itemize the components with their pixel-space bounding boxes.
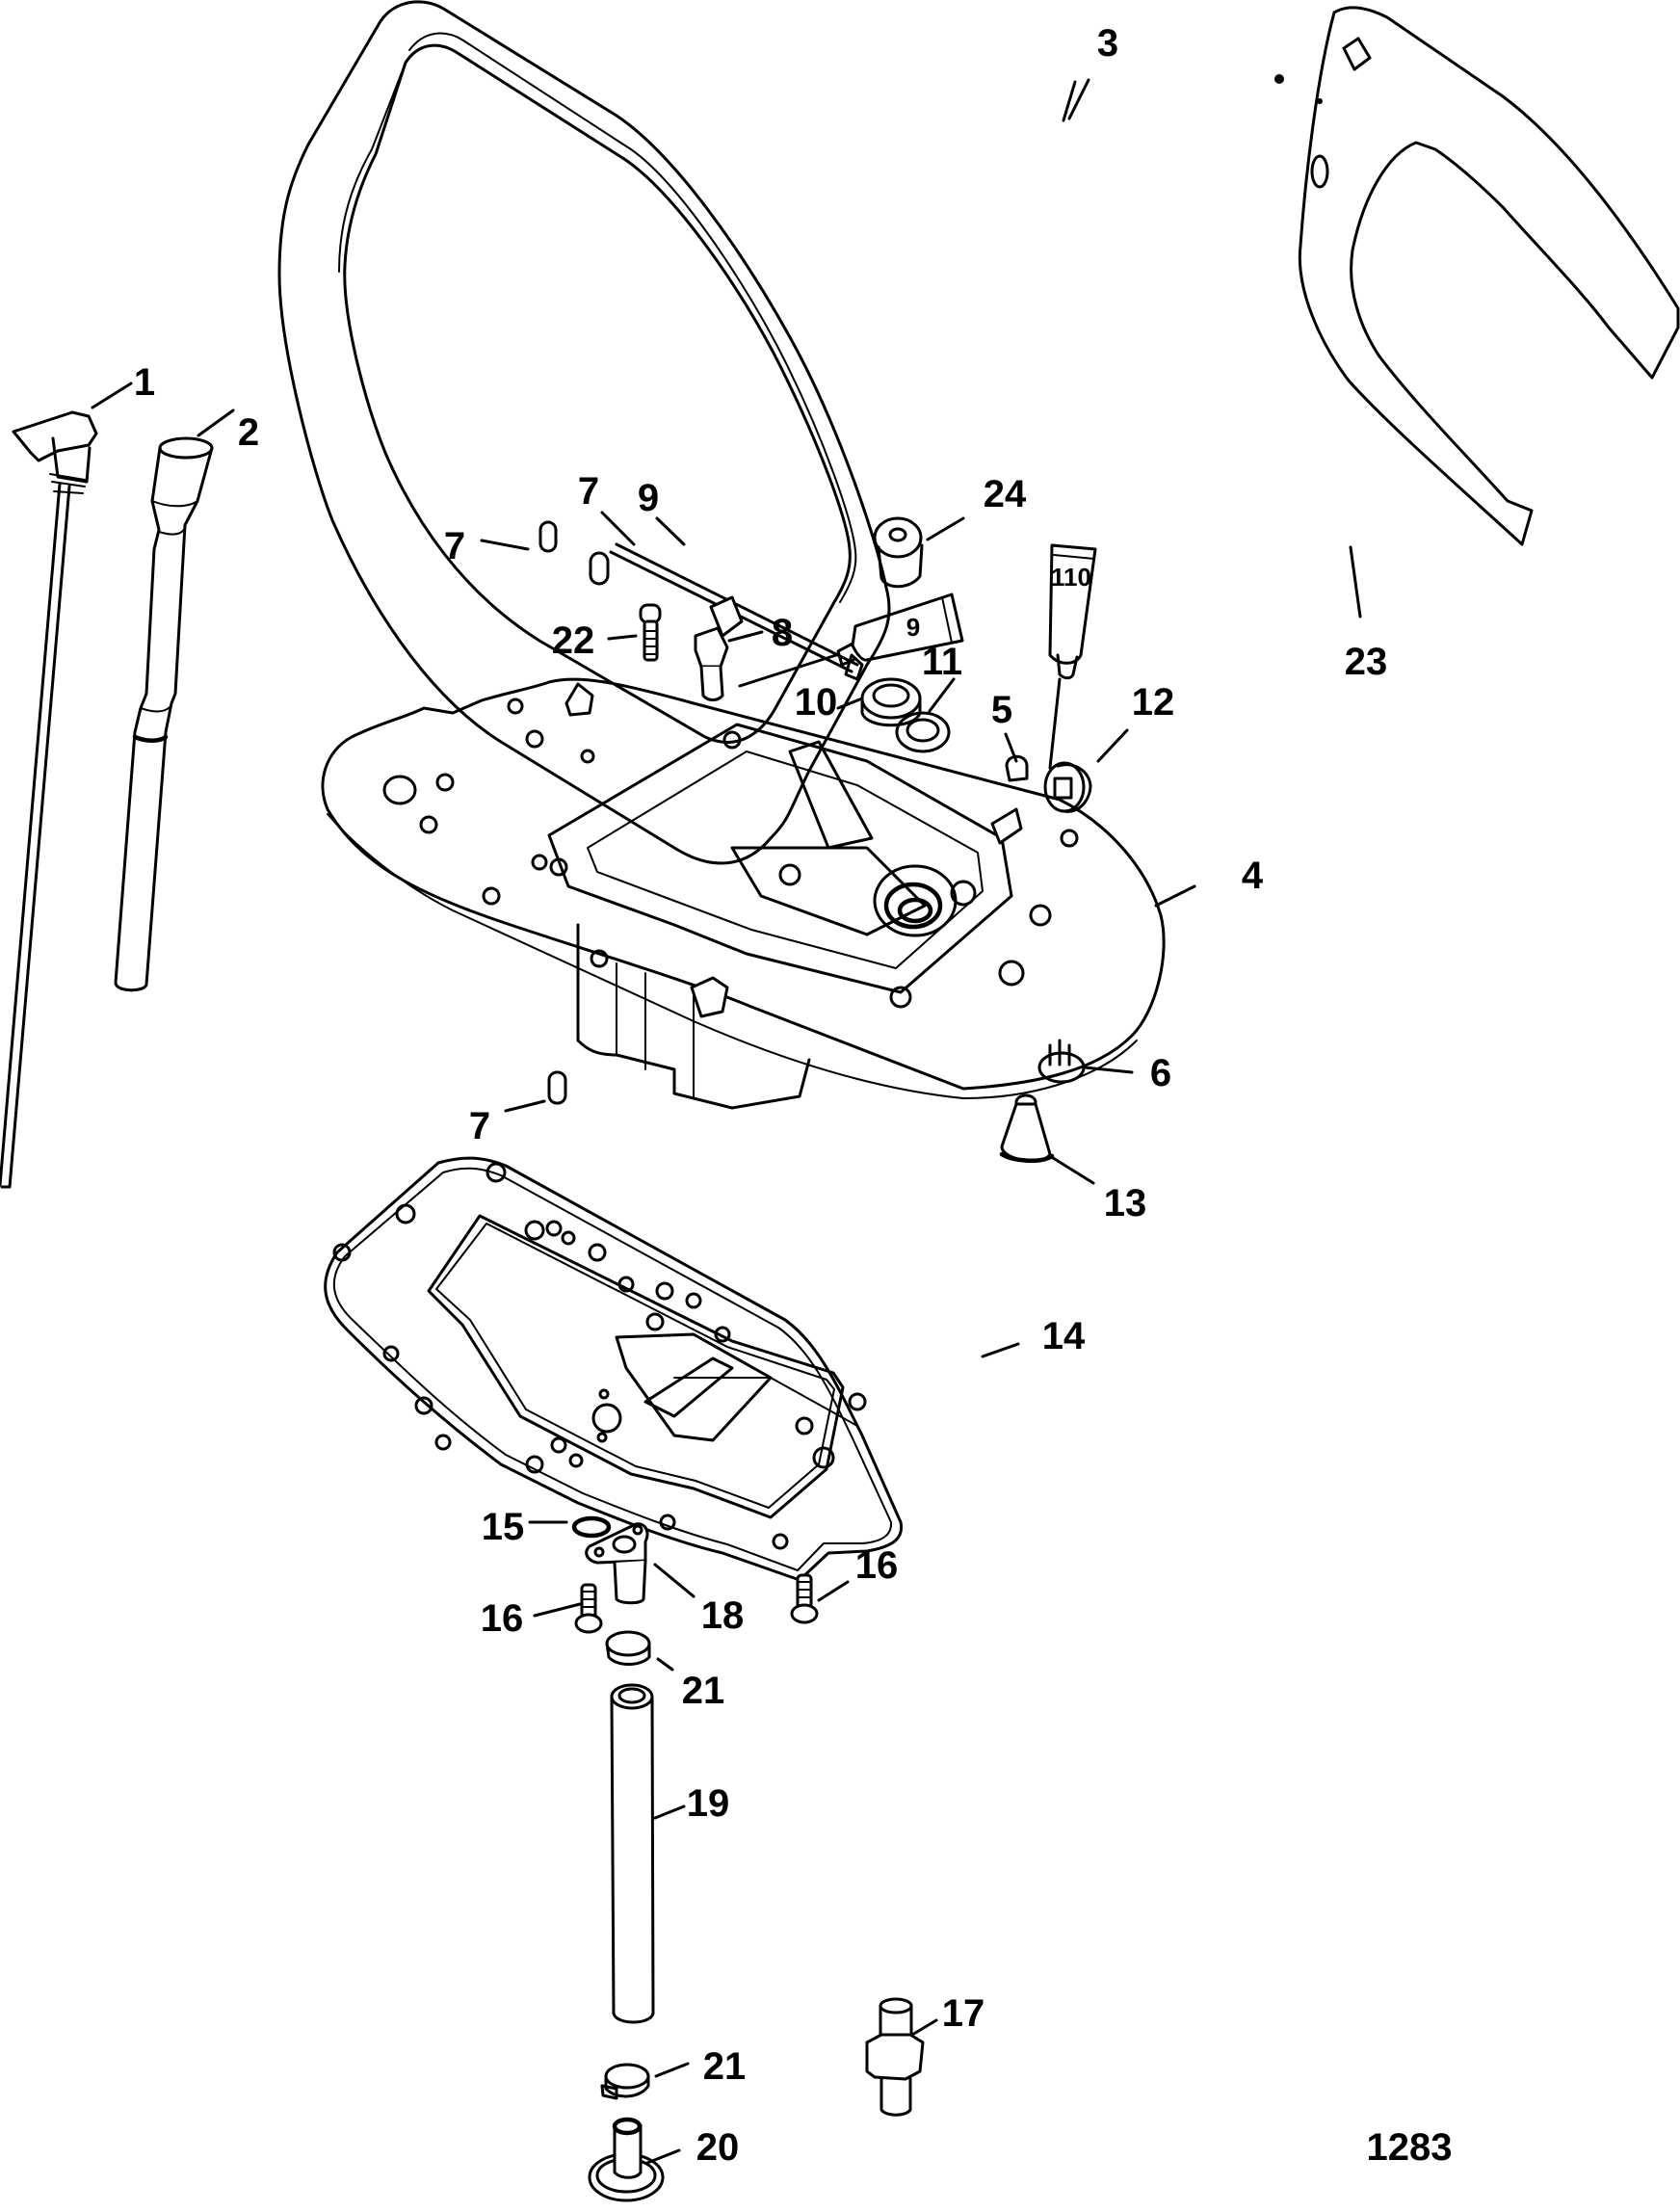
callout-22: 22 [552,619,595,662]
part-dowel-pin[interactable] [547,1070,567,1105]
callout-10: 10 [795,681,838,724]
part-grommet[interactable] [895,711,951,753]
callout-14: 14 [1042,1315,1086,1357]
leader-lubricant [1048,677,1062,770]
part-hose-clamp[interactable] [605,1630,651,1666]
part-boot[interactable] [999,1093,1055,1163]
leader-23 [1349,545,1362,619]
leader-16 [533,1602,582,1618]
part-hose[interactable] [610,1683,655,2024]
tube-label-110: 110 [1051,563,1091,592]
lubricant-tube-110[interactable]: 110 [1048,543,1097,680]
part-gasket[interactable] [324,1156,904,1582]
leader-2 [197,408,235,437]
callout-11: 11 [922,641,962,683]
leader-3 [1067,78,1090,120]
part-screw[interactable] [574,1583,603,1634]
part-plug[interactable] [1005,754,1029,782]
leader-21 [654,2062,690,2078]
part-seal-ring[interactable] [277,0,891,865]
leader-21 [656,1657,674,1672]
leader-7 [480,539,530,551]
callout-7: 7 [469,1105,490,1147]
tube-label-9: 9 [906,613,920,642]
callout-5: 5 [991,689,1012,731]
part-dowel-pin[interactable] [589,551,610,586]
callout-20: 20 [696,2126,740,2169]
leader-14 [981,1342,1020,1358]
callout-21: 21 [682,1670,725,1712]
leader-10 [836,697,864,710]
callout-18: 18 [701,1594,745,1637]
leader-9 [655,516,686,546]
leader-11 [928,677,956,713]
leader-20 [645,2148,681,2165]
figure-number: 1283 [1367,2126,1453,2169]
part-grommet-clip[interactable] [1037,1039,1086,1084]
callout-24: 24 [984,473,1027,515]
leader-5 [1004,732,1018,763]
leader-6 [1083,1066,1134,1074]
callout-9: 9 [638,477,659,519]
callout-15: 15 [482,1506,525,1548]
part-adapter-plate[interactable] [321,677,1166,1110]
callout-16: 16 [481,1597,524,1640]
leader-8 [727,630,764,643]
leader-12 [1096,728,1129,763]
part-flange-fitting[interactable] [585,1522,649,1605]
part-screw[interactable] [639,603,662,662]
part-seal[interactable] [860,677,922,727]
part-dowel-pin[interactable] [538,520,558,553]
leader-24 [926,516,965,541]
leader-13 [1048,1154,1095,1185]
part-curved-plate[interactable] [1274,6,1680,546]
callout-7: 7 [444,525,465,567]
callout-1: 1 [134,361,155,404]
callout-19: 19 [687,1782,730,1825]
callout-4: 4 [1242,855,1264,897]
leader-19 [653,1804,686,1820]
leader-7 [600,511,636,546]
part-fitting[interactable] [865,1997,925,2117]
leader-sealant [738,653,838,688]
callout-17: 17 [942,1992,985,2035]
callout-7: 7 [578,470,599,513]
sealant-tube-9: 9 [836,592,964,667]
part-screw[interactable] [790,1573,819,1624]
callout-23: 23 [1345,641,1388,683]
leader-4 [1154,884,1196,908]
leader-1 [91,382,133,409]
callout-2: 2 [238,411,259,454]
part-elbow-fitting[interactable] [694,595,744,701]
callout-13: 13 [1104,1182,1147,1224]
leader-18 [653,1563,696,1598]
leader-22 [607,634,638,641]
part-fitting-with-seal[interactable] [588,2117,665,2202]
leader-7 [504,1099,546,1113]
part-hose-clamp[interactable] [600,2063,650,2100]
part-dipstick[interactable] [0,410,98,1189]
callout-16: 16 [855,1544,899,1587]
part-plug[interactable] [873,516,924,589]
leader-17 [910,2018,938,2037]
callout-3: 3 [1097,22,1118,65]
callout-6: 6 [1150,1052,1171,1094]
part-dipstick-tube[interactable] [114,436,214,992]
callout-8: 8 [772,612,793,654]
callout-12: 12 [1132,681,1175,724]
part-o-ring[interactable] [571,1515,612,1539]
leader-16 [817,1580,850,1602]
callout-21: 21 [703,2045,747,2088]
